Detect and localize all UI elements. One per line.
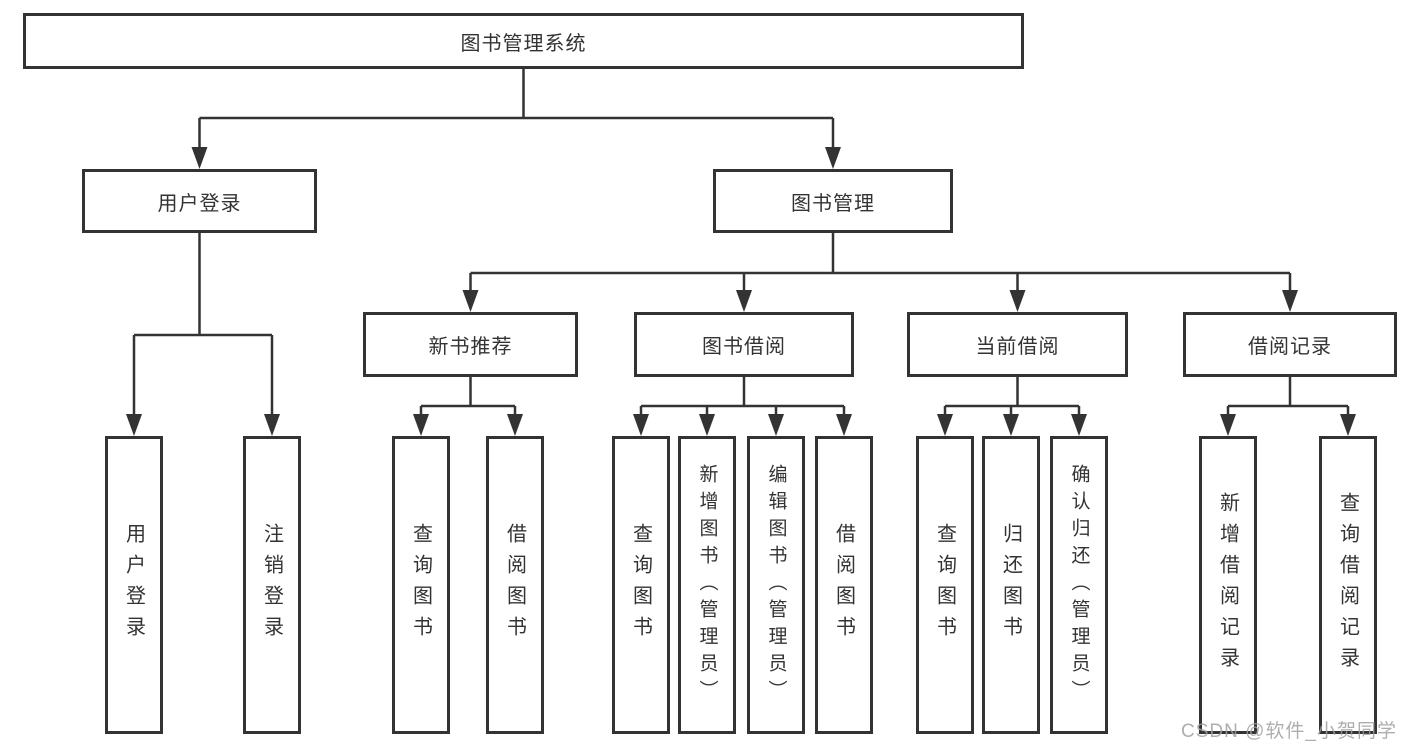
leaf-borrow-books-recommend: 借阅图书 [486,436,544,734]
node-library-management-system: 图书管理系统 [23,13,1024,69]
arrowhead [768,414,784,436]
arrowhead [825,147,841,169]
leaf-query-books-current: 查询图书 [916,436,974,734]
leaf-label: 借阅图书 [832,523,855,647]
leaf-user-login: 用户登录 [105,436,163,734]
arrowhead [937,414,953,436]
arrowhead [1009,290,1026,312]
leaf-label: 查询借阅记录 [1336,492,1359,678]
arrowhead [413,414,429,436]
connector-lines [132,69,1350,416]
arrowhead [507,414,523,436]
leaf-label: 确认归还（管理员） [1068,463,1090,707]
leaf-label: 查询图书 [629,523,652,647]
node-current-borrow: 当前借阅 [907,312,1128,377]
arrowhead [1003,414,1019,436]
node-new-book-recommend: 新书推荐 [363,312,578,377]
node-borrow-record: 借阅记录 [1183,312,1397,377]
leaf-label: 查询图书 [409,523,432,647]
leaf-add-books-admin: 新增图书（管理员） [678,436,736,734]
leaf-edit-books-admin: 编辑图书（管理员） [747,436,805,734]
leaf-label: 用户登录 [122,523,145,647]
leaf-confirm-return-admin: 确认归还（管理员） [1050,436,1108,734]
leaf-logout: 注销登录 [243,436,301,734]
leaf-label: 借阅图书 [503,523,526,647]
arrowhead [1282,290,1298,312]
node-book-borrow: 图书借阅 [634,312,854,377]
leaf-label: 归还图书 [999,523,1022,647]
arrowhead [836,414,852,436]
arrowhead [1071,414,1087,436]
arrowhead [699,414,715,436]
arrowheads [126,147,1356,436]
leaf-label: 新增图书（管理员） [696,463,718,707]
arrowhead [1340,414,1356,436]
arrowhead [633,414,649,436]
node-book-management: 图书管理 [713,169,953,233]
node-user-login: 用户登录 [82,169,317,233]
arrowhead [1220,414,1236,436]
arrowhead [736,290,752,312]
arrowhead [126,414,142,436]
leaf-label: 编辑图书（管理员） [765,463,787,707]
leaf-add-borrow-record: 新增借阅记录 [1199,436,1257,734]
leaf-label: 查询图书 [933,523,956,647]
leaf-return-books: 归还图书 [982,436,1040,734]
arrowhead [264,414,280,436]
arrowhead [191,147,208,169]
leaf-borrow-books: 借阅图书 [815,436,873,734]
leaf-label: 新增借阅记录 [1216,492,1239,678]
leaf-label: 注销登录 [260,523,283,647]
watermark: CSDN @软件_小贺同学 [1181,721,1397,742]
leaf-query-books: 查询图书 [612,436,670,734]
leaf-query-books-recommend: 查询图书 [392,436,450,734]
arrowhead [462,290,479,312]
leaf-query-borrow-record: 查询借阅记录 [1319,436,1377,734]
